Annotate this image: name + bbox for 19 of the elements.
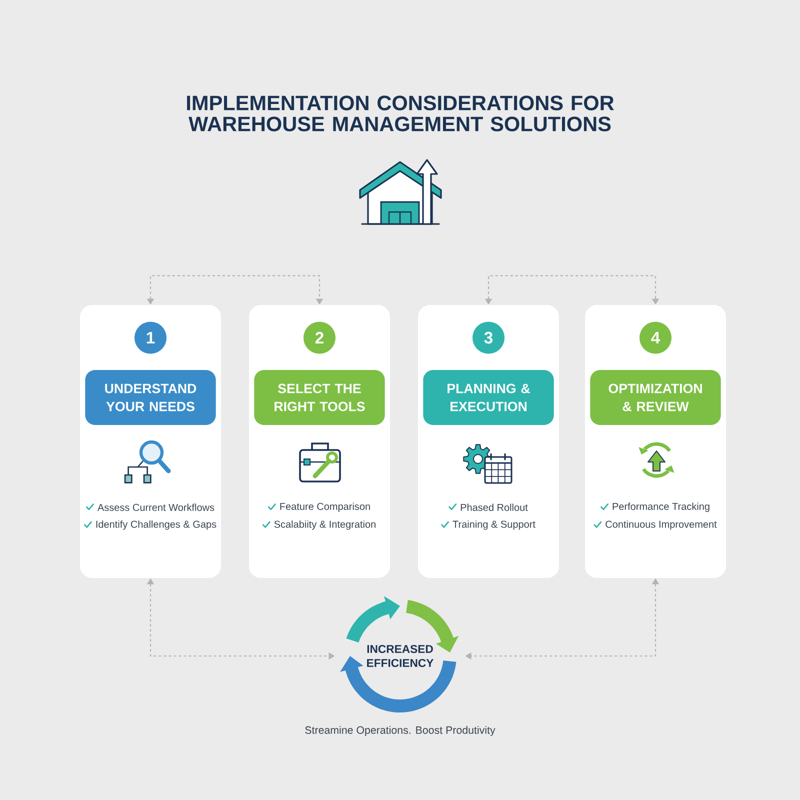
bullet-text: Phased Rollout bbox=[460, 504, 528, 511]
heading-pill: SELECT THE RIGHT TOOLS bbox=[254, 370, 385, 425]
bullet-text: Continuous Improvement bbox=[606, 520, 717, 530]
bullet-text: Scalabiity & Integration bbox=[274, 520, 376, 530]
title: IMPLEMENTATION CONSIDERATIONS FOR WAREHOUSE MANAGEMENT SOLUTIONS bbox=[187, 96, 614, 132]
bullet-text: Feature Comparison bbox=[280, 502, 370, 512]
heading-pill: OPTIMIZATION & REVIEW bbox=[590, 370, 721, 425]
number-badge: 2 bbox=[304, 322, 336, 354]
bullet-text: Assess Current Workflows bbox=[98, 504, 214, 511]
bullet-text: Training & Support bbox=[452, 520, 536, 530]
number-badge: 4 bbox=[640, 322, 672, 354]
heading-pill: UNDERSTAND YOUR NEEDS bbox=[85, 370, 216, 425]
cycle-arrows-ring: INCREASED EFFICIENCY bbox=[340, 596, 459, 712]
bullet-text: Performance Tracking bbox=[612, 502, 710, 512]
number-badge: 3 bbox=[472, 322, 505, 354]
heading-pill: PLANNING & EXECUTION bbox=[423, 370, 554, 425]
bullet-text: Identify Challenges & Gaps bbox=[96, 520, 216, 530]
number-badge: 1 bbox=[134, 322, 166, 354]
tagline: Streamine Operations. Boost Produtivity bbox=[305, 726, 496, 736]
